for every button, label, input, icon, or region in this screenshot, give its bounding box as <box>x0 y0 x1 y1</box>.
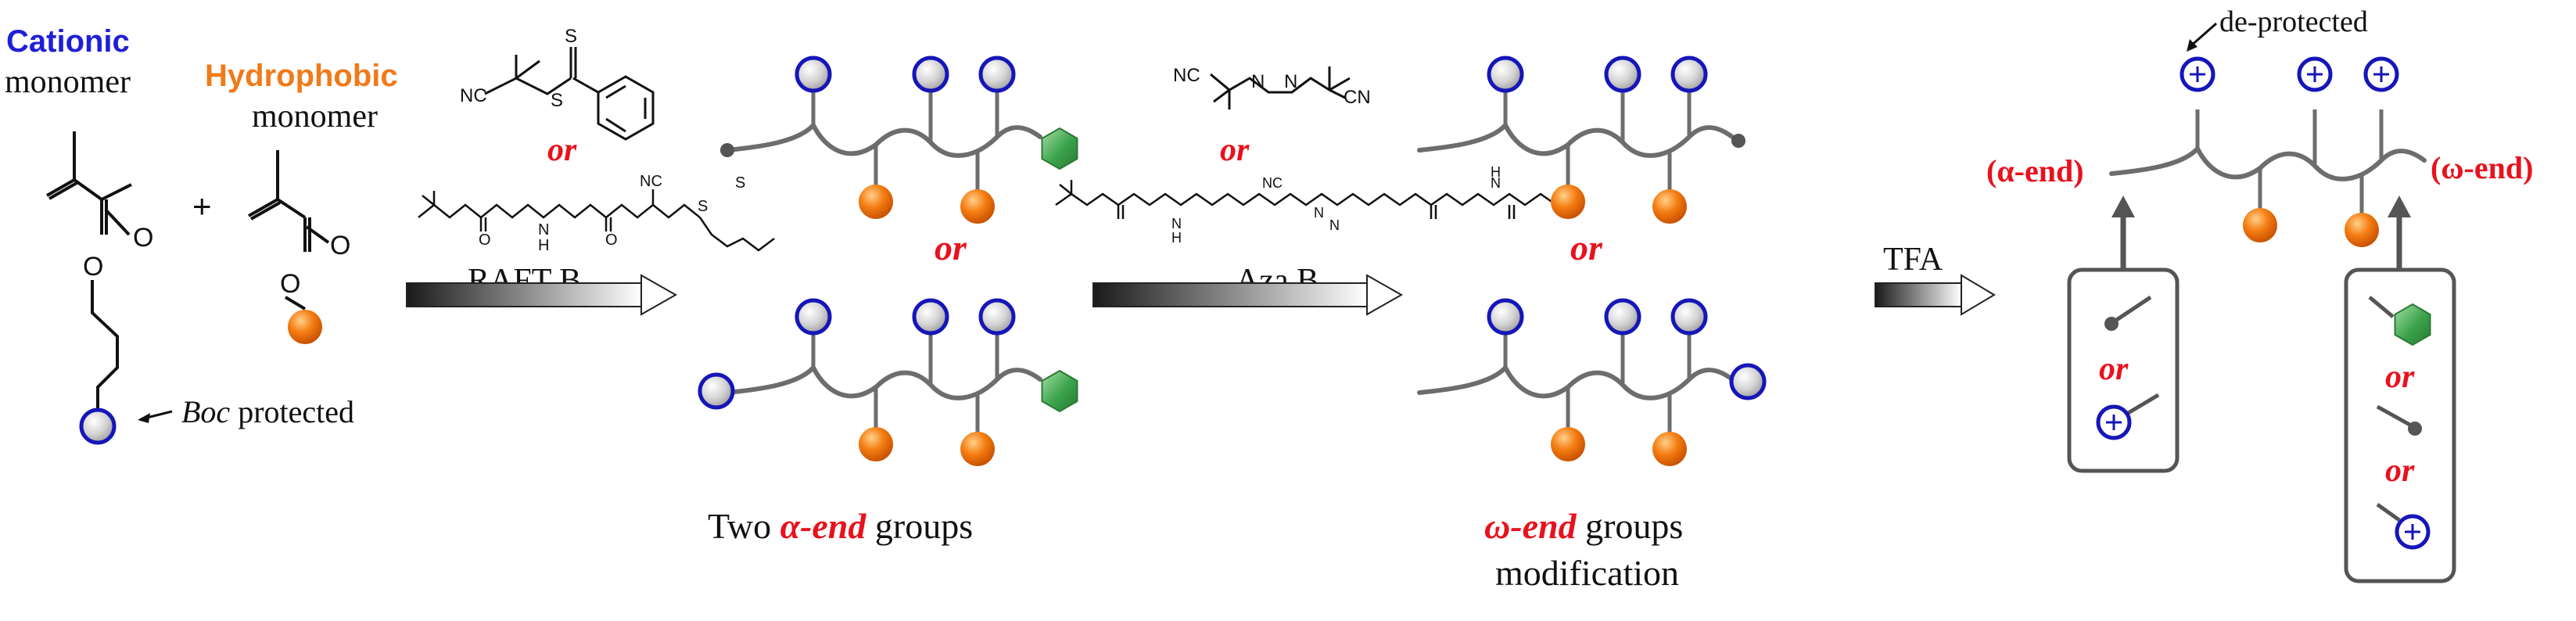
alpha-or-label: or <box>2099 351 2129 387</box>
aza-b-h-right: H <box>1491 164 1501 180</box>
boc-protected-grey-sphere <box>81 410 114 443</box>
raft-b-h: H <box>538 237 549 254</box>
aza-initiator-a-structure <box>1210 66 1351 109</box>
hydrophobic-carbonyl-o: O <box>330 231 350 260</box>
hydrophobic-monomer-structure <box>248 150 330 310</box>
aza-b-n-right: N <box>1491 175 1501 191</box>
final-deprotected-polymer <box>2111 59 2424 247</box>
raft-nc: NC <box>460 85 487 106</box>
aza-b-n-left: N <box>1171 216 1182 232</box>
aza-reaction-arrow <box>1092 274 1404 316</box>
raft-b-s1: S <box>698 198 708 215</box>
stage3-caption-omega: ω-end <box>1484 506 1577 546</box>
boc-italic: Boc <box>181 394 230 429</box>
hydrophobic-ester-o: O <box>280 269 300 299</box>
raft-b-n: N <box>538 221 549 239</box>
aza-section: NC N N CN or N H NC N N N H Aza B <box>1055 65 1573 316</box>
raft-b-s2: S <box>735 174 745 192</box>
boc-rest: protected <box>230 394 354 429</box>
raft-s-mid: S <box>551 90 563 111</box>
hydrophobic-orange-sphere <box>288 310 322 344</box>
stage2-caption-prefix: Two <box>708 506 780 546</box>
stage2-caption-suffix: groups <box>866 506 973 546</box>
raft-or-label: or <box>547 132 577 168</box>
alpha-end-options-box: or <box>2067 267 2180 473</box>
raft-s-top: S <box>565 26 577 47</box>
hydrophobic-label: Hydrophobic <box>205 59 398 93</box>
aza-n1: N <box>1251 71 1265 92</box>
omega-end-label: (ω-end) <box>2431 150 2533 185</box>
aza-n2: N <box>1284 71 1297 92</box>
aza-or-label: or <box>1220 132 1250 168</box>
deprotected-pointer-head <box>2187 39 2197 52</box>
tfa-label: TFA <box>1883 242 1943 278</box>
raft-b-o1: O <box>479 232 491 249</box>
raft-agent-a-structure <box>484 47 655 141</box>
stage2-polymers: or Two α-end groups <box>700 58 1078 546</box>
cationic-label: Cationic <box>6 24 130 59</box>
polymer-alpha-dot <box>720 58 1078 224</box>
aza-b-n3: N <box>1314 205 1324 221</box>
aza-b-n4: N <box>1329 217 1340 233</box>
stage2-caption: Two α-end groups <box>708 506 973 546</box>
polymer-alpha-grey <box>700 300 1078 466</box>
raft-b-nc: NC <box>640 173 662 190</box>
raft-agent-b-structure <box>418 189 775 252</box>
stage3-polymers: or ω-end groups modification <box>1419 58 1764 593</box>
monomer-section: Cationic Hydrophobic monomer monomer O O… <box>5 24 398 443</box>
cationic-monomer-word: monomer <box>5 64 131 100</box>
aza-cn1: CN <box>1344 87 1371 108</box>
cationic-monomer-structure <box>46 131 132 235</box>
raft-reaction-arrow <box>406 274 678 316</box>
alpha-end-label: (α-end) <box>1986 153 2084 188</box>
stage3-caption-line1: ω-end groups <box>1484 506 1683 546</box>
aza-nc1: NC <box>1173 65 1200 86</box>
alpha-end-up-arrow <box>2111 196 2135 270</box>
raft-b-o2: O <box>605 232 618 249</box>
stage2-or-label: or <box>935 228 967 267</box>
stage2-caption-alpha: α-end <box>780 506 867 546</box>
omega-or-label-1: or <box>2385 359 2415 395</box>
stage3-caption-line2: modification <box>1495 553 1679 593</box>
ester-o: O <box>83 252 103 282</box>
plus-sign: + <box>192 188 212 224</box>
omega-or-label-2: or <box>2385 453 2415 489</box>
boc-pointer-arrowhead <box>138 413 150 423</box>
deprotection-section: TFA de-protected (α-end) (ω-end) <box>1875 5 2533 583</box>
boc-label: Boc protected <box>181 394 354 429</box>
carbonyl-o: O <box>133 223 153 253</box>
omega-end-options-box: or or <box>2344 267 2456 583</box>
stage3-or-label: or <box>1570 228 1603 267</box>
omega-end-up-arrow <box>2388 196 2411 270</box>
hydrophobic-monomer-word: monomer <box>252 99 378 135</box>
stage3-caption-rest: groups <box>1577 506 1684 546</box>
aza-b-h-left: H <box>1171 230 1182 246</box>
deprotected-label: de-protected <box>2219 5 2368 38</box>
polymer-omega-dot <box>1419 58 1745 224</box>
polymer-omega-grey <box>1419 300 1764 466</box>
butyl-linker <box>91 208 131 411</box>
tfa-reaction-arrow <box>1875 274 1996 316</box>
aza-b-nc: NC <box>1262 175 1283 191</box>
deprotected-pointer <box>2189 22 2217 48</box>
raft-section: NC S S or O O N H NC S S RAFT B <box>406 26 775 316</box>
